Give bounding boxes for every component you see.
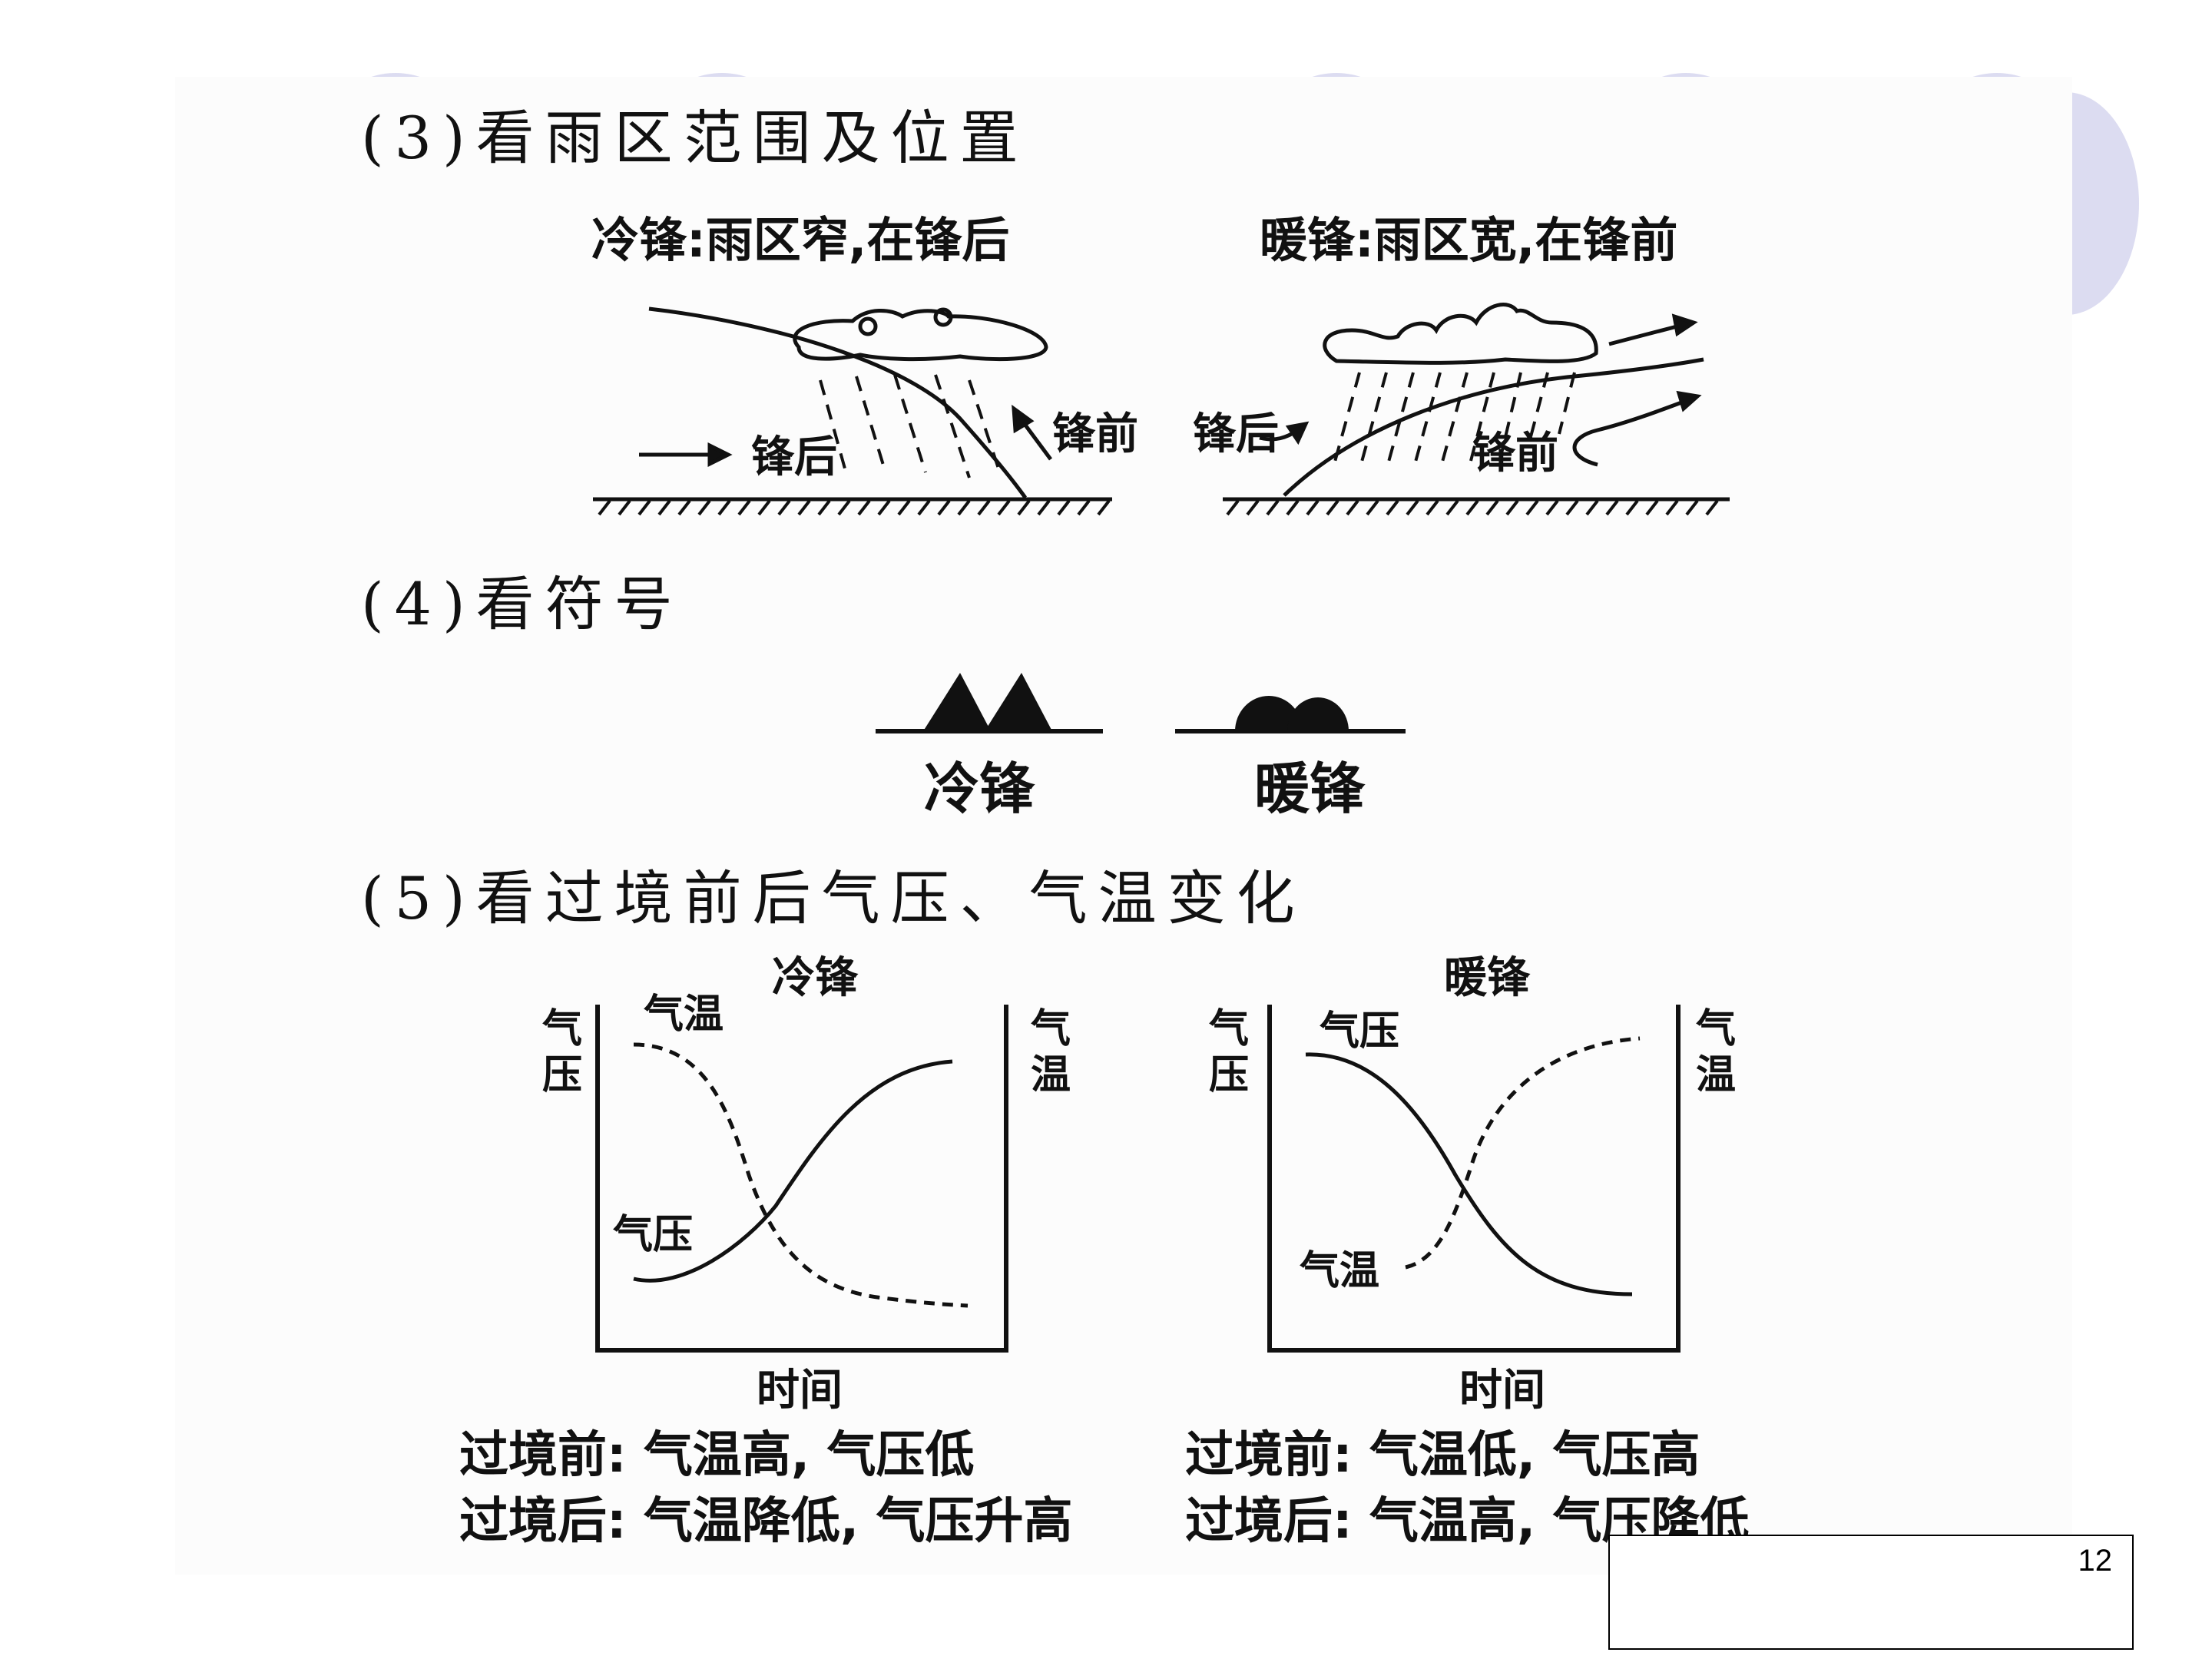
cold-temp-curve bbox=[633, 1042, 969, 1308]
warm-symbol-semicircle bbox=[1287, 697, 1349, 731]
cold-temp-curve-label: 气温 bbox=[644, 992, 724, 1038]
cold-symbol-label: 冷锋 bbox=[924, 757, 1035, 821]
warm-chart-title: 暖锋 bbox=[1444, 953, 1530, 1003]
cold-pressure-curve bbox=[633, 1059, 953, 1283]
warm-rain-dashes bbox=[1331, 372, 1576, 471]
warm-pressure-curve bbox=[1305, 1052, 1633, 1296]
rain-area-diagram bbox=[593, 303, 1730, 516]
warm-transit-chart bbox=[1267, 1005, 1681, 1353]
heading-transit: (5)看过境前后气压、气温变化 bbox=[361, 864, 1306, 932]
cold-left-axis-label: 气压 bbox=[541, 1006, 582, 1098]
warm-left-axis-label: 气压 bbox=[1208, 1006, 1249, 1098]
warm-behind-label: 锋后 bbox=[1193, 409, 1279, 459]
warm-summary-before: 过境前: 气温低, 气压高 bbox=[1185, 1427, 1700, 1484]
warm-upper-arrowhead bbox=[1671, 313, 1698, 337]
warm-x-axis-label: 时间 bbox=[1459, 1366, 1545, 1416]
warm-front-surface bbox=[1283, 357, 1704, 497]
page-number: 12 bbox=[2078, 1544, 2113, 1578]
cold-rain-dashes bbox=[819, 374, 1000, 478]
cold-cloud bbox=[793, 308, 1048, 362]
heading-rain-area: (3)看雨区范围及位置 bbox=[361, 104, 1029, 172]
warm-pressure-curve-label: 气压 bbox=[1320, 1008, 1400, 1055]
cold-chart-axes bbox=[595, 1005, 1008, 1353]
cold-cloud-puff bbox=[858, 316, 878, 336]
cold-pressure-curve-label: 气压 bbox=[613, 1212, 694, 1258]
cold-behind-label: 锋后 bbox=[751, 432, 837, 482]
cold-transit-chart bbox=[595, 1005, 1008, 1353]
heading-symbols: (4)看符号 bbox=[361, 570, 684, 638]
cold-inflow-arrowhead bbox=[707, 442, 733, 468]
cold-summary-after: 过境后: 气温降低, 气压升高 bbox=[459, 1493, 1073, 1550]
cold-chart-title: 冷锋 bbox=[772, 953, 858, 1003]
warm-ground-hatch bbox=[1226, 499, 1719, 516]
warm-front-rain-sketch bbox=[1223, 303, 1730, 516]
cold-front-surface bbox=[648, 306, 1028, 499]
warm-front-rain-caption: 暖锋:雨区宽,在锋前 bbox=[1260, 212, 1678, 268]
warm-lower-arrowhead bbox=[1676, 390, 1702, 412]
cold-front-rain-caption: 冷锋:雨区窄,在锋后 bbox=[591, 212, 1010, 268]
cold-front-rain-sketch bbox=[593, 306, 1112, 516]
cold-right-axis-label: 气温 bbox=[1030, 1006, 1071, 1098]
warm-upper-arrow bbox=[1608, 322, 1687, 346]
warm-right-axis-label: 气温 bbox=[1695, 1006, 1736, 1098]
warm-temp-curve bbox=[1405, 1036, 1641, 1270]
warm-cloud bbox=[1323, 303, 1598, 365]
cold-symbol-triangle bbox=[985, 673, 1052, 731]
cold-uplift-arrowhead bbox=[1012, 404, 1035, 434]
cold-x-axis-label: 时间 bbox=[757, 1366, 843, 1416]
content-panel bbox=[175, 77, 2072, 1575]
cold-ground-hatch bbox=[598, 499, 1111, 516]
cold-summary-before: 过境前: 气温高, 气压低 bbox=[459, 1427, 975, 1484]
warm-lower-flow bbox=[1572, 397, 1690, 467]
warm-symbol-label: 暖锋 bbox=[1254, 757, 1366, 821]
page-number-box: 12 bbox=[1608, 1535, 2134, 1650]
warm-behind-arrowhead bbox=[1285, 421, 1310, 445]
warm-temp-curve-label: 气温 bbox=[1300, 1248, 1380, 1294]
warm-ahead-label: 锋前 bbox=[1472, 429, 1558, 478]
cold-symbol-triangle bbox=[923, 673, 991, 731]
warm-symbol-semicircle bbox=[1235, 696, 1303, 731]
front-symbols bbox=[876, 673, 1406, 733]
cold-ahead-label: 锋前 bbox=[1052, 409, 1138, 459]
cold-cloud-puff bbox=[933, 307, 953, 327]
warm-chart-axes bbox=[1267, 1005, 1681, 1353]
